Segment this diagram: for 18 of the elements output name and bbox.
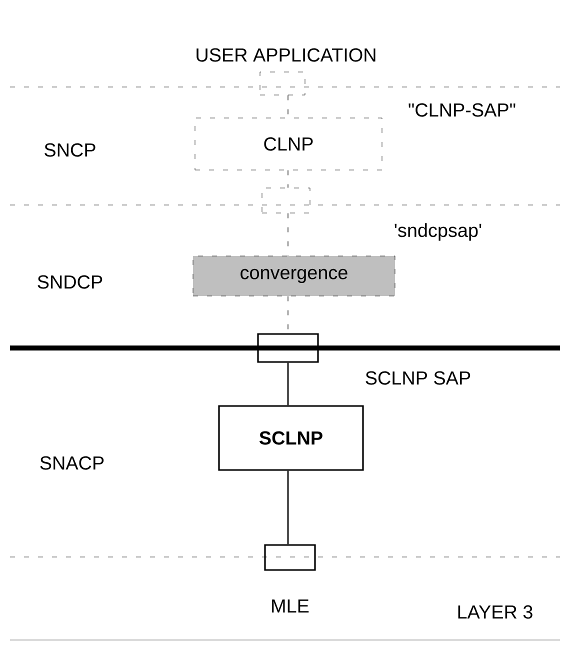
layer-box: convergence bbox=[192, 256, 396, 296]
layer-box: SCLNP bbox=[218, 405, 364, 471]
layer-label: "CLNP-SAP" bbox=[408, 103, 516, 117]
connector-line bbox=[287, 362, 289, 406]
sap-box bbox=[262, 188, 310, 214]
layer-label: SCLNP SAP bbox=[366, 371, 470, 385]
layer-label: SNCP bbox=[44, 143, 96, 157]
layer-label: LAYER 3 bbox=[458, 605, 532, 619]
layer-label: USER APPLICATION bbox=[196, 48, 376, 62]
sap-box bbox=[257, 333, 319, 363]
connector-line bbox=[287, 470, 289, 544]
layer-label: SNDCP bbox=[38, 275, 102, 289]
layer-label: 'sndcpsap' bbox=[394, 223, 482, 241]
sap-box bbox=[260, 72, 306, 96]
layer-label: SNACP bbox=[40, 456, 104, 470]
layer-label: MLE bbox=[272, 600, 309, 612]
layer-box: CLNP bbox=[194, 118, 382, 170]
sap-box bbox=[264, 544, 316, 571]
